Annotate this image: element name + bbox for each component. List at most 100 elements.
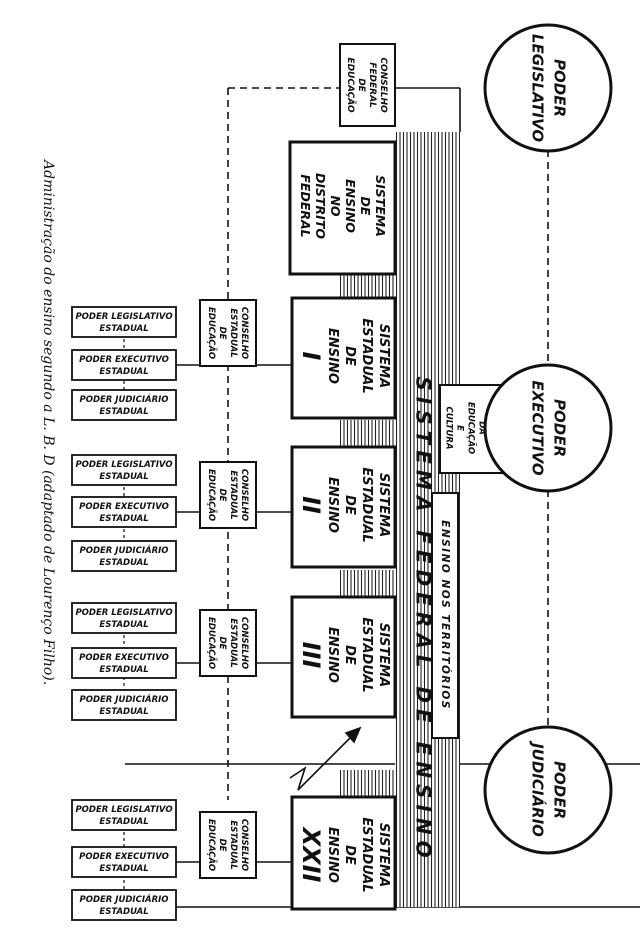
conselho-estadual-label-line-2: DE: [217, 327, 227, 340]
poder-executivo-circle: [483, 363, 613, 493]
estado-group-2: SISTEMAESTADUALDEENSINOIICONSELHOESTADUA…: [71, 445, 397, 572]
estado-group-3: SISTEMAESTADUALDEENSINOIIICONSELHOESTADU…: [71, 595, 397, 721]
sistema-estadual-label-line-0: SISTEMA: [376, 823, 391, 887]
conselho-estadual-label-line-1: ESTADUAL: [228, 618, 238, 667]
poder-estadual-name: PODER LEGISLATIVO: [75, 805, 172, 815]
conselho-estadual-label-line-0: CONSELHO: [239, 469, 249, 521]
poder-estadual-box: [71, 889, 177, 921]
sistema-df-label-line-1: DE: [358, 197, 373, 216]
poder-judiciario-label-line-0: PODER: [551, 761, 569, 819]
sistema-estadual-label-line-1: ESTADUAL: [359, 318, 374, 393]
conselho-estadual-box: [199, 811, 257, 879]
conselho-estadual-label-line-2: DE: [217, 489, 227, 502]
diagram-caption: Administração do ensino segundo a L. B. …: [40, 158, 56, 685]
poder-judiciario-label-line-1: JUDICIÁRIO: [529, 740, 548, 837]
conselho-estadual-label-line-2: DE: [217, 637, 227, 650]
conselho-estadual-box: [199, 461, 257, 529]
poder-estadual-box: [71, 306, 177, 338]
poder-executivo-label-line-1: EXECUTIVO: [529, 380, 547, 475]
poder-estadual-name: PODER EXECUTIVO: [79, 355, 169, 365]
poder-estadual-box: [71, 349, 177, 381]
sistema-estadual-label-line-3: ENSINO: [325, 328, 340, 384]
sistema-df-label-line-4: DISTRITO: [313, 173, 328, 239]
poder-estadual-scope: ESTADUAL: [99, 367, 148, 377]
sistema-estadual-label-line-1: ESTADUAL: [359, 617, 374, 692]
conselho-estadual-label-line-2: DE: [217, 839, 227, 852]
conselho-estadual-label-line-0: CONSELHO: [239, 617, 249, 669]
sistema-estadual-label-line-0: SISTEMA: [376, 623, 391, 687]
poder-executivo-label-line-0: PODER: [551, 399, 569, 457]
conselho-estadual-label-line-1: ESTADUAL: [228, 470, 238, 519]
sistema-estadual-box: [290, 296, 397, 420]
sistema-estadual-box: [290, 595, 397, 719]
sistema-df-label-line-0: SISTEMA: [373, 175, 388, 237]
conselho-estadual-box: [199, 609, 257, 677]
sistema-df-label-line-5: FEDERAL: [298, 174, 313, 237]
ministerio-label-line-1: DA: [477, 421, 487, 435]
poder-estadual-name: PODER EXECUTIVO: [79, 502, 169, 512]
poder-estadual-name: PODER LEGISLATIVO: [75, 312, 172, 322]
sistema-estadual-label-line-1: ESTADUAL: [359, 817, 374, 892]
poder-estadual-box: [71, 540, 177, 572]
conselho-estadual-label-line-1: ESTADUAL: [228, 308, 238, 357]
sistema-estadual-box: [290, 795, 397, 911]
poder-estadual-name: PODER LEGISLATIVO: [75, 460, 172, 470]
poder-judiciario-circle: [483, 725, 613, 855]
poder-estadual-box: [71, 454, 177, 486]
ministerio-label-line-4: CULTURA: [444, 407, 454, 450]
poder-estadual-scope: ESTADUAL: [99, 558, 148, 568]
sistema-estadual-numeral: II: [297, 496, 325, 514]
poder-estadual-name: PODER JUDICIÁRIO: [79, 544, 168, 556]
estado-group-4: SISTEMAESTADUALDEENSINOXXIICONSELHOESTAD…: [71, 795, 397, 921]
poder-estadual-name: PODER EXECUTIVO: [79, 852, 169, 862]
sistema-estadual-numeral: I: [297, 352, 325, 361]
conselho-estadual-label-line-3: EDUCAÇÃO: [206, 307, 217, 359]
conselho-federal-label-line-2: DE: [356, 78, 366, 92]
poder-estadual-box: [71, 689, 177, 721]
sistema-df-label-line-2: ENSINO: [343, 179, 358, 233]
poder-estadual-name: PODER EXECUTIVO: [79, 653, 169, 663]
sistema-estadual-label-line-0: SISTEMA: [376, 473, 391, 537]
conselho-estadual-label-line-0: CONSELHO: [239, 819, 249, 871]
conselho-federal-box: [339, 43, 396, 127]
poder-legislativo-label-line-0: PODER: [551, 59, 569, 117]
poder-estadual-box: [71, 602, 177, 634]
poder-estadual-name: PODER JUDICIÁRIO: [79, 893, 168, 905]
conselho-estadual-label-line-3: EDUCAÇÃO: [206, 469, 217, 521]
sistema-estadual-label-line-0: SISTEMA: [376, 324, 391, 388]
poder-estadual-box: [71, 799, 177, 831]
conselho-estadual-label-line-0: CONSELHO: [239, 307, 249, 359]
poder-estadual-box: [71, 389, 177, 421]
sistema-estadual-label-line-3: ENSINO: [325, 477, 340, 533]
sistema-estadual-label-line-2: DE: [342, 845, 357, 865]
poder-legislativo-circle: [483, 23, 613, 153]
sistema-estadual-label-line-1: ESTADUAL: [359, 467, 374, 542]
poder-estadual-scope: ESTADUAL: [99, 707, 148, 717]
sistema-estadual-numeral: XXII: [297, 826, 325, 883]
poder-estadual-scope: ESTADUAL: [99, 324, 148, 334]
conselho-federal-label-line-1: FEDERAL: [367, 62, 377, 108]
poder-estadual-scope: ESTADUAL: [99, 472, 148, 482]
sistema-estadual-label-line-3: ENSINO: [325, 827, 340, 883]
poder-estadual-scope: ESTADUAL: [99, 817, 148, 827]
conselho-estadual-label-line-3: EDUCAÇÃO: [206, 819, 217, 871]
sistema-estadual-label-line-2: DE: [342, 495, 357, 515]
poder-estadual-scope: ESTADUAL: [99, 407, 148, 417]
poder-estadual-box: [71, 846, 177, 878]
conselho-federal-label-line-0: CONSELHO: [378, 57, 388, 113]
sistema-estadual-label-line-2: DE: [342, 346, 357, 366]
